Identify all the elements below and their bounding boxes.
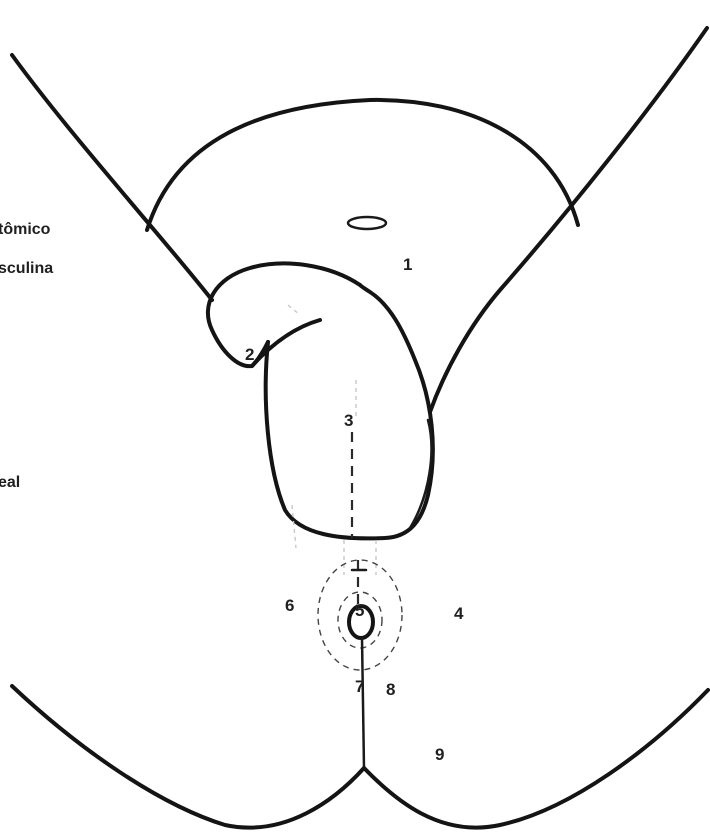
- penis-outline: [208, 263, 360, 366]
- label-2: 2: [245, 345, 254, 364]
- left-buttock-contour: [12, 686, 364, 828]
- glans-curve: [252, 320, 320, 366]
- label-5: 5: [355, 601, 364, 620]
- side-caption-line-1: tômico: [0, 221, 51, 238]
- label-3: 3: [344, 411, 353, 430]
- side-caption-line-2: sculina: [0, 260, 53, 277]
- label-7: 7: [355, 677, 364, 696]
- label-8: 8: [386, 680, 395, 699]
- label-9: 9: [435, 745, 444, 764]
- side-caption-line-3: eal: [0, 474, 20, 491]
- label-6: 6: [285, 596, 294, 615]
- right-buttock-contour: [364, 690, 708, 828]
- gluteal-cleft: [362, 638, 364, 768]
- small-oval-mark: [348, 217, 386, 229]
- guide-line-left: [292, 505, 296, 548]
- pubic-region-outline: [147, 100, 578, 230]
- guide-line-upper: [288, 305, 300, 315]
- label-1: 1: [403, 255, 412, 274]
- label-4: 4: [454, 604, 464, 623]
- right-thigh-contour: [430, 28, 707, 412]
